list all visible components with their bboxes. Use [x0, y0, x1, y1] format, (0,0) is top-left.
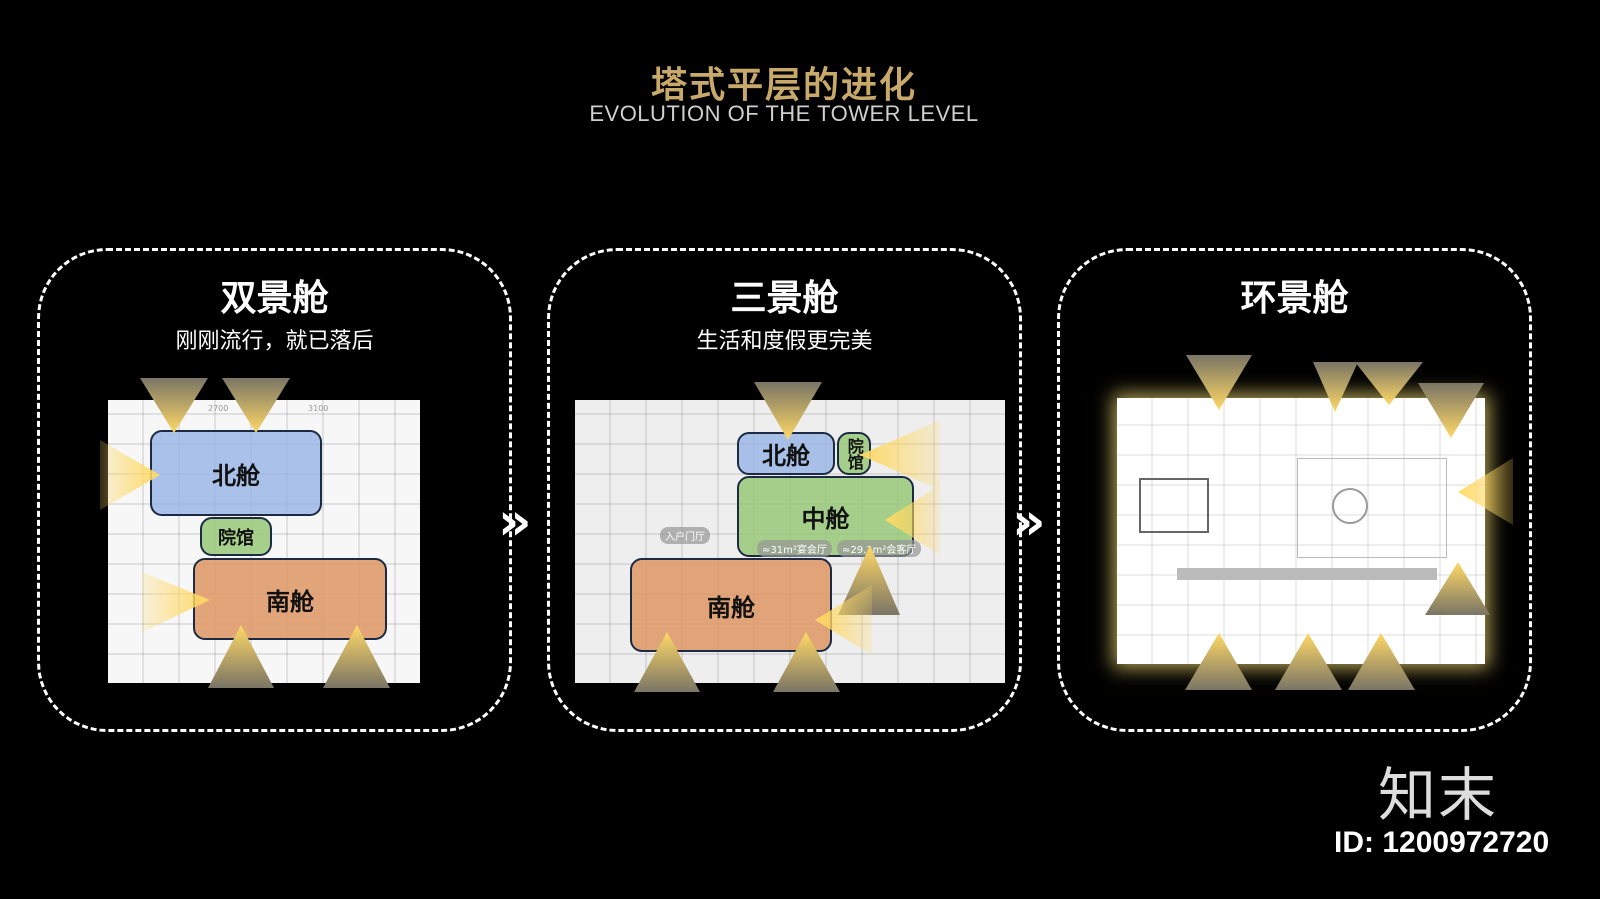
dimension-label: 11400 [238, 672, 264, 681]
panel-caption: 生活和度假更完美 [696, 329, 873, 354]
panel-heading: 环景舱 [1240, 278, 1349, 319]
living-area [1297, 458, 1447, 558]
panel-caption: 刚刚流行，就已落后 [175, 329, 374, 354]
zone-south: 南舱 [193, 558, 387, 640]
zone-courtyard: 院馆 [200, 517, 272, 556]
wall [1177, 568, 1437, 580]
chevron-right-icon: » [1012, 492, 1045, 552]
page-subtitle: EVOLUTION OF THE TOWER LEVEL [589, 101, 979, 126]
dining-table [1332, 488, 1368, 524]
room-tag: ≈29.1m²会客厅 [837, 540, 922, 557]
watermark-logo: 知末 [1378, 761, 1499, 829]
elevator-core [1139, 478, 1209, 533]
floor-plan-triple: 入户门厅 北舱 院馆 中舱 ≈31m²宴会厅 ≈29.1m²会客厅 南舱 [575, 400, 1005, 683]
zone-courtyard: 院馆 [837, 432, 871, 475]
dimension-label: 2700 [208, 404, 229, 413]
page-title: 塔式平层的进化 [650, 65, 917, 106]
panel-surround-view: 环景舱 [1057, 248, 1532, 732]
zone-north: 北舱 [737, 432, 835, 475]
chevron-right-icon: » [498, 492, 531, 552]
dimension-label: 3100 [308, 404, 329, 413]
panel-dual-view: 双景舱 刚刚流行，就已落后 [37, 248, 512, 732]
zone-south: 南舱 [630, 558, 832, 652]
zone-north: 北舱 [150, 430, 322, 516]
floor-plan-surround [1117, 398, 1485, 664]
floor-plan-dual: 2700 3100 11400 北舱 院馆 南舱 [108, 400, 420, 683]
panel-triple-view: 三景舱 生活和度假更完美 [547, 248, 1022, 732]
room-tag: ≈31m²宴会厅 [757, 540, 832, 557]
image-id: ID: 1200972720 [1334, 826, 1550, 859]
room-tag: 入户门厅 [660, 527, 710, 544]
panel-heading: 双景舱 [220, 278, 329, 319]
panel-heading: 三景舱 [730, 278, 839, 319]
